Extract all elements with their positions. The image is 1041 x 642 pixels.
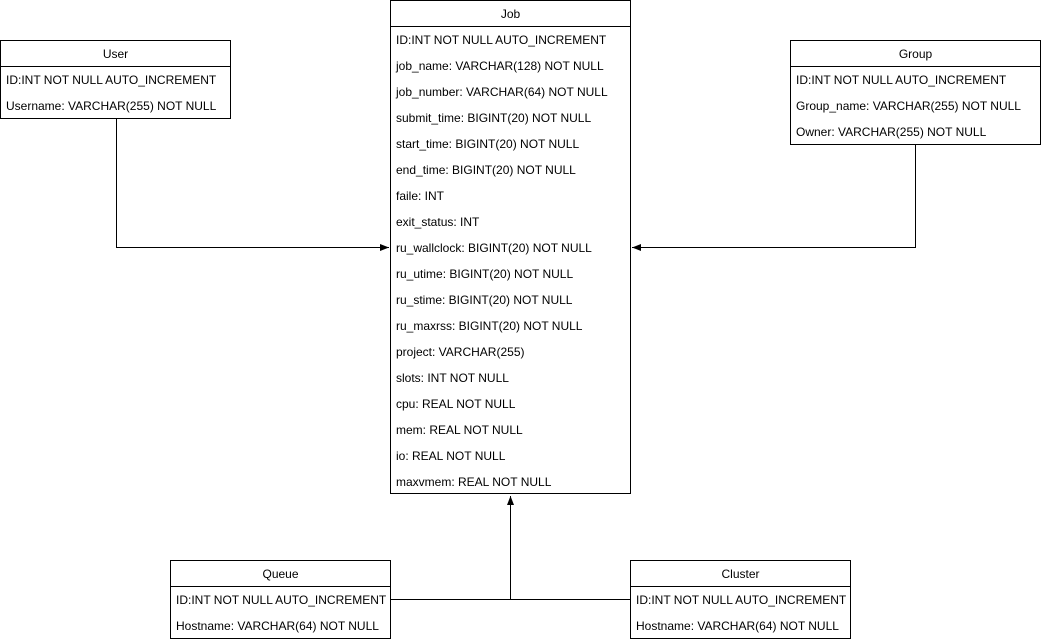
connector-user-to-job [116,119,389,251]
user-entity[interactable]: User ID:INT NOT NULL AUTO_INCREMENT Usern… [0,40,231,119]
queue-entity[interactable]: Queue ID:INT NOT NULL AUTO_INCREMENT Host… [170,560,391,639]
user-entity-fields: ID:INT NOT NULL AUTO_INCREMENT Username: … [1,67,230,119]
entity-field: exit_status: INT [396,215,480,229]
job-entity[interactable]: Job ID:INT NOT NULL AUTO_INCREMENT job_na… [390,0,631,494]
entity-field: Owner: VARCHAR(255) NOT NULL [796,125,987,139]
entity-field: job_number: VARCHAR(64) NOT NULL [396,85,608,99]
queue-entity-fields: ID:INT NOT NULL AUTO_INCREMENT Hostname: … [171,587,390,639]
entity-field: submit_time: BIGINT(20) NOT NULL [396,111,592,125]
user-entity-title: User [1,41,230,67]
entity-field: ID:INT NOT NULL AUTO_INCREMENT [636,593,847,607]
job-entity-fields: ID:INT NOT NULL AUTO_INCREMENT job_name: … [391,27,630,495]
entity-field: cpu: REAL NOT NULL [396,397,516,411]
entity-field: job_name: VARCHAR(128) NOT NULL [396,59,604,73]
group-entity-fields: ID:INT NOT NULL AUTO_INCREMENT Group_name… [791,67,1040,145]
connector-queue-to-job [391,496,514,600]
entity-field: end_time: BIGINT(20) NOT NULL [396,163,576,177]
entity-field: ru_wallclock: BIGINT(20) NOT NULL [396,241,592,255]
entity-field: ru_stime: BIGINT(20) NOT NULL [396,293,573,307]
entity-field: ID:INT NOT NULL AUTO_INCREMENT [796,73,1007,87]
group-entity-title: Group [791,41,1040,67]
cluster-entity-title: Cluster [631,561,850,587]
connector-group-to-job [632,145,916,251]
entity-field: start_time: BIGINT(20) NOT NULL [396,137,580,151]
entity-field: Hostname: VARCHAR(64) NOT NULL [636,619,839,633]
entity-field: ru_maxrss: BIGINT(20) NOT NULL [396,319,583,333]
entity-field: faile: INT [396,189,445,203]
entity-field: ID:INT NOT NULL AUTO_INCREMENT [6,73,217,87]
entity-field: ID:INT NOT NULL AUTO_INCREMENT [396,33,607,47]
entity-field: Hostname: VARCHAR(64) NOT NULL [176,619,379,633]
entity-field: project: VARCHAR(255) [396,345,525,359]
entity-field: maxvmem: REAL NOT NULL [396,475,552,489]
entity-field: mem: REAL NOT NULL [396,423,523,437]
queue-entity-title: Queue [171,561,390,587]
job-entity-title: Job [391,1,630,27]
entity-field: ru_utime: BIGINT(20) NOT NULL [396,267,574,281]
group-entity[interactable]: Group ID:INT NOT NULL AUTO_INCREMENT Grou… [790,40,1041,145]
entity-field: ID:INT NOT NULL AUTO_INCREMENT [176,593,387,607]
entity-field: slots: INT NOT NULL [396,371,509,385]
cluster-entity[interactable]: Cluster ID:INT NOT NULL AUTO_INCREMENT Ho… [630,560,851,639]
entity-field: io: REAL NOT NULL [396,449,506,463]
entity-field: Group_name: VARCHAR(255) NOT NULL [796,99,1021,113]
cluster-entity-fields: ID:INT NOT NULL AUTO_INCREMENT Hostname: … [631,587,850,639]
entity-field: Username: VARCHAR(255) NOT NULL [6,99,217,113]
